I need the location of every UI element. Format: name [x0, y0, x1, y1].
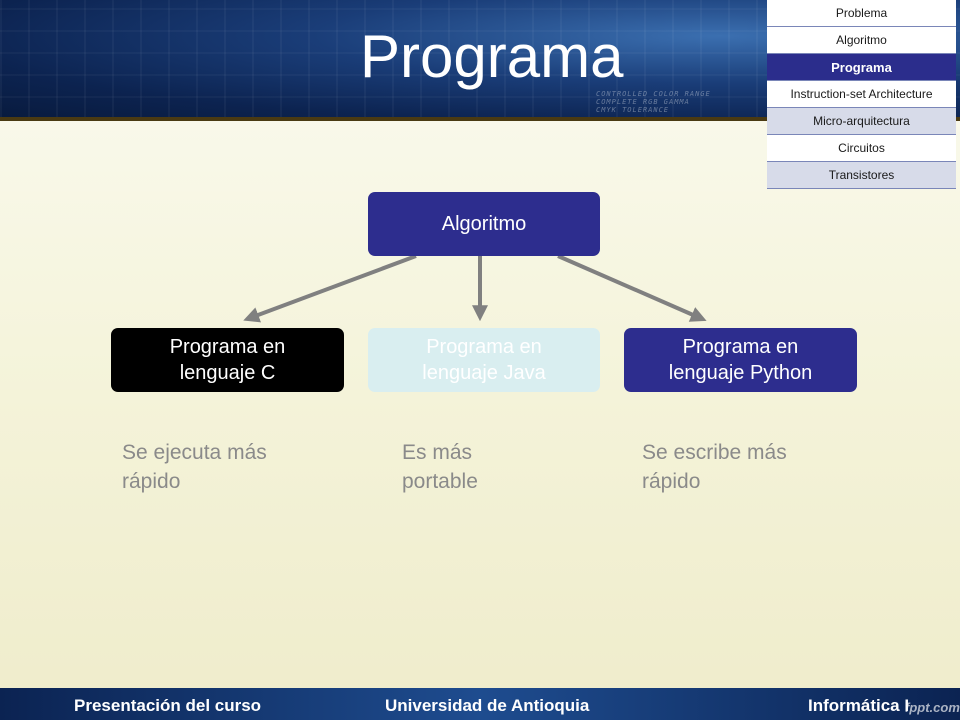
node-c-line1: Programa en — [169, 336, 286, 358]
node-python-line1: Programa en — [682, 336, 799, 358]
note-java-line2: portable — [402, 470, 478, 493]
node-algoritmo-label: Algoritmo — [441, 213, 527, 235]
node-programa-java: Programa en lenguaje Java — [368, 328, 600, 392]
note-java: Es más portable — [402, 438, 522, 496]
decoration-line-3: CMYK TOLERANCE — [596, 106, 670, 114]
header-divider — [0, 117, 960, 121]
nav-item-problema[interactable]: Problema — [767, 0, 956, 27]
footer-university: Universidad de Antioquia — [385, 696, 590, 715]
node-algoritmo: Algoritmo — [368, 192, 600, 256]
note-python-line1: Se escribe más — [642, 441, 787, 464]
nav-item-algoritmo[interactable]: Algoritmo — [767, 27, 956, 54]
note-c-line2: rápido — [122, 470, 181, 493]
note-c: Se ejecuta más rápido — [122, 438, 322, 496]
nav-item-programa[interactable]: Programa — [767, 54, 956, 81]
decoration-line-2: COMPLETE RGB GAMMA — [596, 98, 690, 106]
footer-watermark: fppt.com — [905, 700, 960, 715]
footer-subject: Informática I — [808, 696, 910, 715]
node-programa-c: Programa en lenguaje C — [111, 328, 344, 392]
node-java-line1: Programa en — [426, 336, 542, 358]
note-c-line1: Se ejecuta más — [122, 441, 267, 464]
slide-title: Programa — [360, 23, 624, 90]
note-python-line2: rápido — [642, 470, 701, 493]
header-decoration-text: CONTROLLED COLOR RANGE COMPLETE RGB GAMM… — [596, 90, 776, 114]
nav-item-transistores[interactable]: Transistores — [767, 162, 956, 189]
note-java-line1: Es más — [402, 441, 473, 464]
arrow-to-c — [243, 254, 417, 323]
footer-bar — [0, 688, 960, 720]
node-java-line2: lenguaje Java — [422, 362, 546, 384]
nav-item-micro-arquitectura[interactable]: Micro-arquitectura — [767, 108, 956, 135]
arrow-to-python — [557, 254, 707, 322]
nav-item-isa[interactable]: Instruction-set Architecture — [767, 81, 956, 108]
decoration-line-1: CONTROLLED COLOR RANGE — [596, 90, 711, 98]
node-programa-python: Programa en lenguaje Python — [624, 328, 857, 392]
node-c-line2: lenguaje C — [179, 362, 276, 384]
note-python: Se escribe más rápido — [642, 438, 842, 496]
nav-item-circuitos[interactable]: Circuitos — [767, 135, 956, 162]
footer-course: Presentación del curso — [74, 696, 262, 715]
node-python-line2: lenguaje Python — [668, 362, 813, 384]
topic-nav: Problema Algoritmo Programa Instruction-… — [767, 0, 956, 189]
